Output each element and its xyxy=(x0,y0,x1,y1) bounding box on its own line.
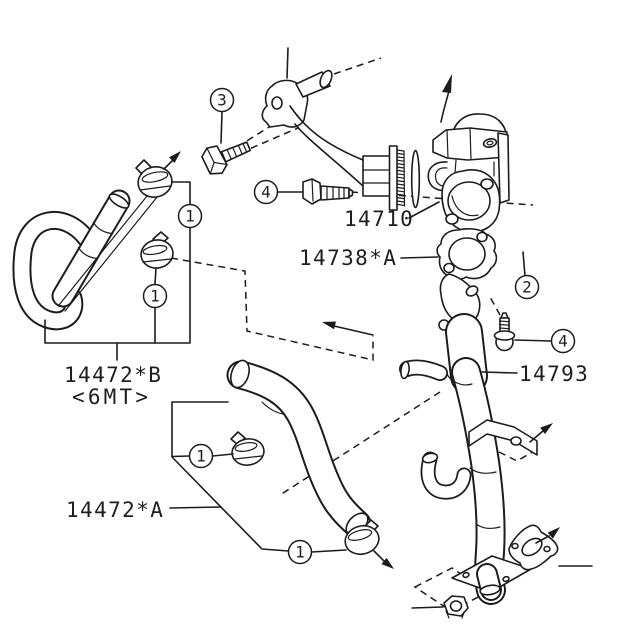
part-label-14472b[interactable]: 14472*B xyxy=(64,363,162,387)
callout-number: 1 xyxy=(150,287,160,306)
part-label-14710[interactable]: 14710 xyxy=(344,207,414,231)
callout-4[interactable]: 4 xyxy=(514,328,576,354)
hose-clamp-icon xyxy=(230,431,265,466)
part-label-14793[interactable]: 14793 xyxy=(519,362,589,386)
direction-arrow xyxy=(442,74,452,93)
valve-gasket xyxy=(436,228,498,281)
direction-arrow xyxy=(381,557,394,569)
serrated-flange xyxy=(388,145,406,211)
transducer-assembly xyxy=(261,47,421,211)
part-label-14738a[interactable]: 14738*A xyxy=(299,246,397,270)
callout-number: 1 xyxy=(196,447,206,466)
hose-clamp-icon xyxy=(135,151,181,198)
direction-arrow xyxy=(169,151,181,163)
pipe-bracket xyxy=(468,419,553,456)
callout-1[interactable]: 1 xyxy=(188,443,214,469)
direction-arrow xyxy=(547,527,560,539)
part-labels: 14710 14738*A 14793 14472*B <6MT> 14472*… xyxy=(64,201,589,522)
callout-number: 3 xyxy=(217,91,227,110)
callout-1[interactable]: 1 xyxy=(287,539,313,565)
hose-a-bracket xyxy=(171,401,347,553)
callout-1[interactable]: 1 xyxy=(142,283,168,309)
direction-arrow xyxy=(540,423,553,435)
ring-gasket xyxy=(410,149,421,209)
callout-number: 4 xyxy=(558,332,568,351)
hose-clamp-icon xyxy=(344,519,394,569)
part-label-14472a[interactable]: 14472*A xyxy=(66,498,164,522)
hose-14472b xyxy=(12,179,167,331)
direction-arrow xyxy=(322,321,336,330)
callout-4[interactable]: 4 xyxy=(253,179,303,205)
hose-b-bracket xyxy=(44,181,191,361)
callout-3[interactable]: 3 xyxy=(209,87,235,144)
callout-1[interactable]: 1 xyxy=(177,203,203,229)
flow-arrow xyxy=(322,321,374,336)
bolt-icon xyxy=(493,312,516,352)
egr-pipe-14793 xyxy=(399,273,553,605)
nut-icon xyxy=(411,595,469,619)
callout-2[interactable]: 2 xyxy=(514,251,540,300)
callout-number: 4 xyxy=(261,183,271,202)
callout-number: 1 xyxy=(185,207,195,226)
hose-clamp-icon xyxy=(140,231,174,269)
callout-number: 2 xyxy=(522,278,532,297)
callout-number: 1 xyxy=(295,543,305,562)
bolt-icon xyxy=(201,141,252,175)
egr-valve-assembly xyxy=(427,74,510,281)
part-label-6mt-note: <6MT> xyxy=(72,385,151,409)
bolt-icon xyxy=(302,178,354,205)
pipe-gasket xyxy=(508,524,593,571)
